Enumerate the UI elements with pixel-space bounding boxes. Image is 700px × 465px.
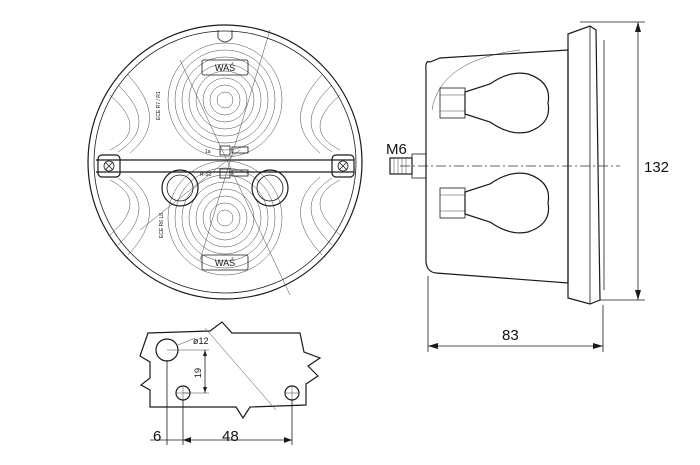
hole-spacing-label: 48	[222, 428, 239, 445]
thread-label: M6	[386, 141, 407, 158]
housing-body	[425, 49, 569, 284]
arrow-left	[428, 343, 438, 349]
arrow-bottom	[635, 290, 641, 300]
upper-approval-mark: ECE R7 / R1	[156, 91, 162, 120]
left-reflector	[161, 169, 199, 207]
brand-box-top	[201, 59, 249, 76]
depth-label: 83	[502, 327, 519, 344]
lamp-inner-rim	[93, 30, 357, 294]
brand-bottom: WAŚ	[215, 257, 235, 268]
small-mark-2: R-S1	[200, 172, 212, 178]
lower-lens-rings	[167, 160, 283, 276]
arrow-top	[635, 22, 641, 32]
mounting-template: ø12 19 6 48	[139, 321, 322, 445]
upper-lens-rings	[167, 42, 283, 158]
rim-notch	[217, 30, 233, 43]
mounting-stud	[389, 153, 427, 179]
lower-approval-mark: ECE R6 L8	[159, 213, 165, 238]
section-line-1	[179, 59, 291, 296]
lower-bulb	[439, 172, 550, 234]
hole-diameter-label: ø12	[193, 336, 209, 346]
small-mark-1: 1a	[205, 149, 211, 155]
left-reflector-inner	[166, 174, 194, 202]
brand-box-bottom	[201, 254, 249, 271]
section-line-3	[139, 149, 241, 231]
internal-wire	[431, 49, 521, 111]
brand-top: WAŚ	[215, 62, 235, 73]
center-markings: 1a R-S1	[200, 145, 249, 179]
right-reflector	[251, 169, 289, 207]
section-line-2	[199, 29, 271, 261]
front-flange	[567, 25, 601, 305]
upper-bulb	[439, 72, 550, 134]
front-view: 1a R-S1 WAŚ WAŚ ECE R7 / R1 ECE R6 L8	[87, 24, 363, 300]
edge-offset-label: 6	[153, 428, 161, 445]
lamp-outer-rim	[87, 24, 363, 300]
left-screw	[97, 154, 121, 178]
diameter-leader	[177, 337, 196, 346]
lens-side-texture	[109, 74, 341, 256]
arrow-right	[593, 343, 603, 349]
right-reflector-inner	[256, 174, 284, 202]
template-outline	[139, 321, 322, 420]
template-break-line	[204, 327, 277, 411]
right-screw	[331, 154, 355, 178]
side-view: M6 132 83	[386, 21, 669, 352]
height-label: 132	[644, 159, 669, 176]
vertical-offset-label: 19	[193, 368, 203, 378]
